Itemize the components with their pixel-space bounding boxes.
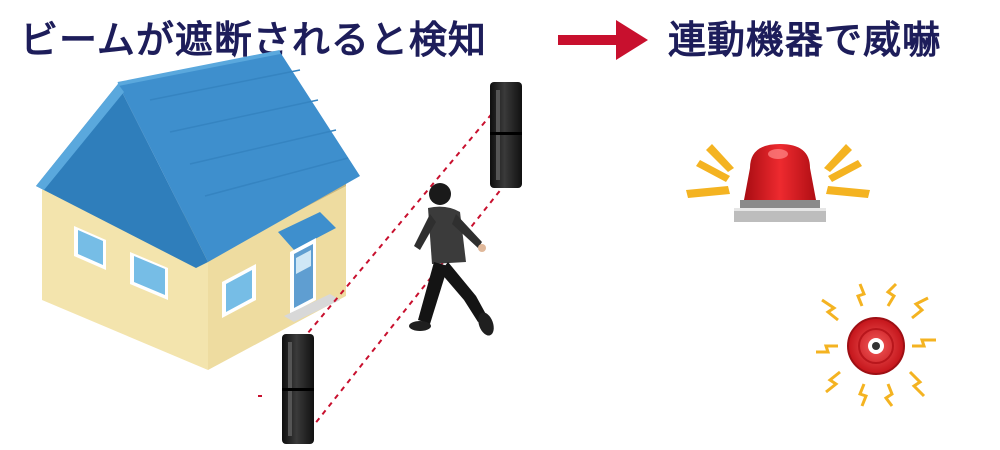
running-person-icon [409, 183, 494, 336]
house-icon [36, 50, 360, 370]
beam-receiver-icon [490, 82, 522, 188]
alarm-bell-icon [816, 282, 936, 407]
deterrence-heading: 連動機器で威嚇 [668, 18, 942, 62]
detection-heading: ビームが遮断されると検知 [20, 18, 487, 62]
siren-icon [686, 144, 870, 222]
arrow-right-icon [558, 20, 648, 60]
infrared-beam [258, 103, 503, 431]
beam-transmitter-icon [282, 334, 314, 444]
